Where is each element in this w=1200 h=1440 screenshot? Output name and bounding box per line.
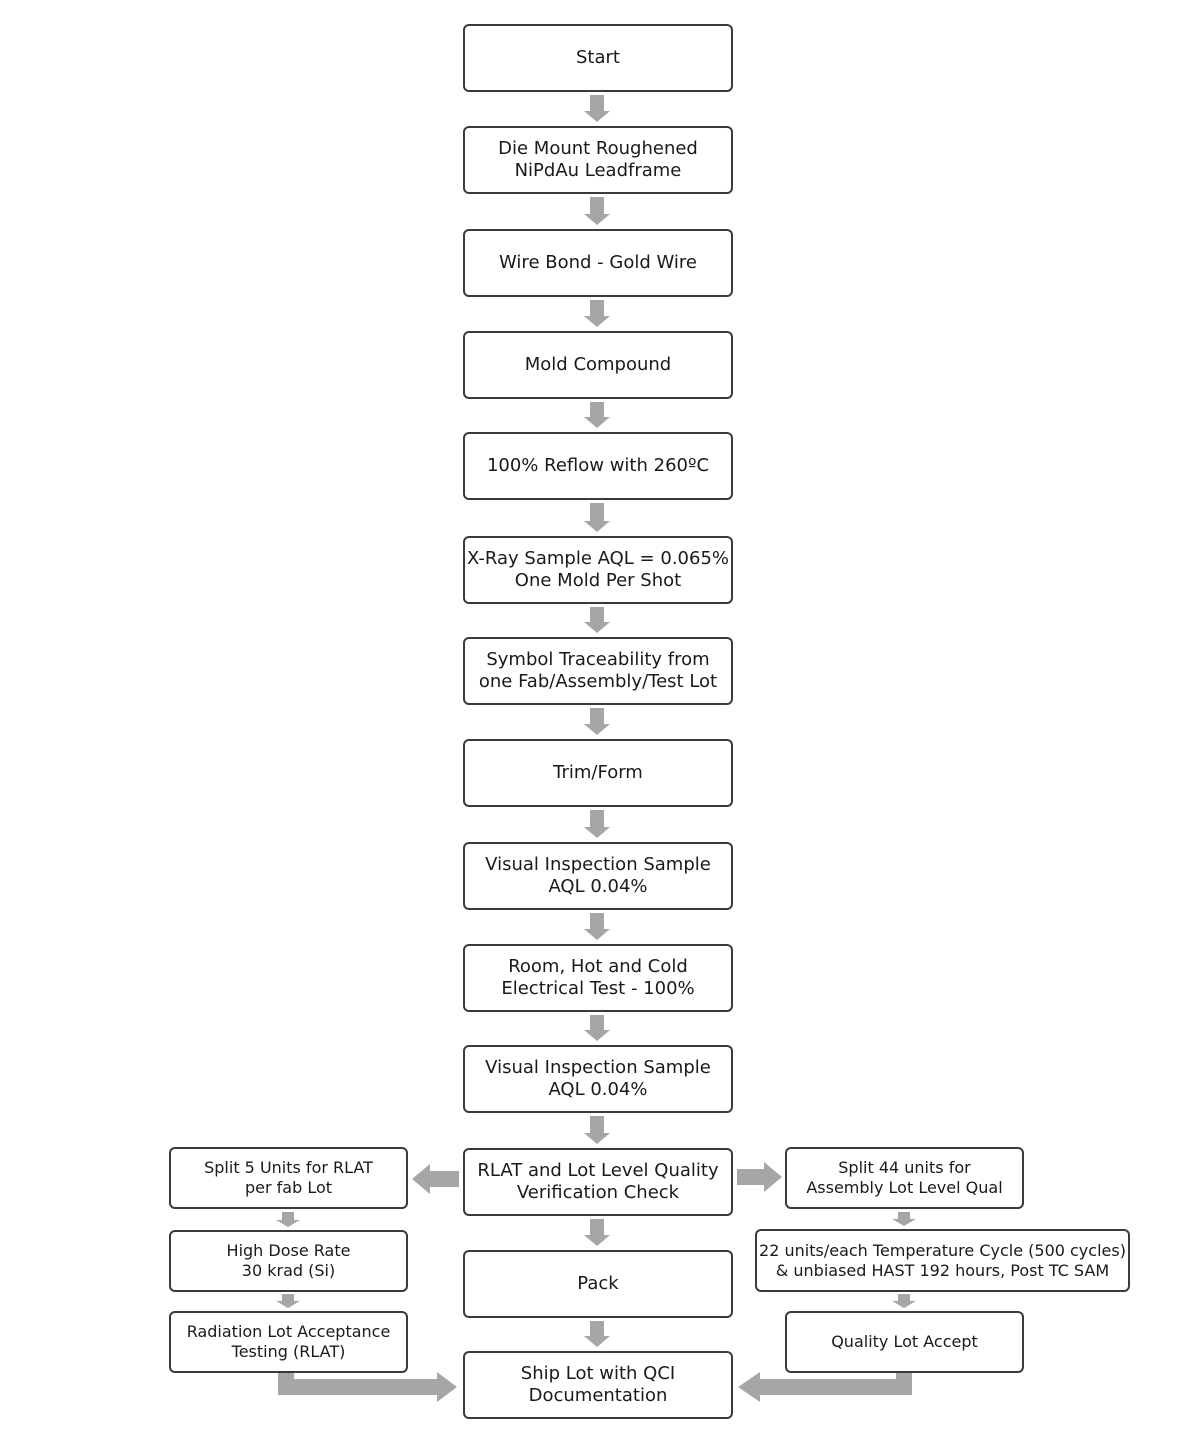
start-node: Start [463,24,733,92]
symbol-traceability-node: Symbol Traceability from one Fab/Assembl… [463,637,733,705]
main-flow-arrow [584,810,610,838]
trim-form-node: Trim/Form [463,739,733,807]
split-qual-node: Split 44 units for Assembly Lot Level Qu… [785,1147,1024,1209]
main-flow-arrow [584,1015,610,1041]
rlat-quality-check-node: RLAT and Lot Level Quality Verification … [463,1148,733,1216]
main-flow-arrow [584,708,610,735]
visual-inspection-node-2: Visual Inspection Sample AQL 0.04% [463,1045,733,1113]
electrical-test-node: Room, Hot and Cold Electrical Test - 100… [463,944,733,1012]
rlat-testing-node: Radiation Lot Acceptance Testing (RLAT) [169,1311,408,1373]
high-dose-rate-node: High Dose Rate 30 krad (Si) [169,1230,408,1292]
temperature-cycle-node: 22 units/each Temperature Cycle (500 cyc… [755,1229,1130,1292]
main-flow-arrow [584,1321,610,1347]
reflow-node: 100% Reflow with 260ºC [463,432,733,500]
main-flow-arrow [584,95,610,122]
left-flow-arrow [276,1212,300,1227]
main-flow-arrow [584,300,610,327]
right-flow-arrow [892,1294,916,1308]
main-flow-arrow [584,402,610,428]
main-flow-arrow [584,197,610,225]
main-flow-arrow [584,913,610,940]
main-flow-arrow [584,503,610,532]
ship-lot-node: Ship Lot with QCI Documentation [463,1351,733,1419]
main-flow-arrow [584,607,610,633]
split-rlat-node: Split 5 Units for RLAT per fab Lot [169,1147,408,1209]
main-flow-arrow [584,1219,610,1246]
quality-lot-accept-node: Quality Lot Accept [785,1311,1024,1373]
mold-compound-node: Mold Compound [463,331,733,399]
right-flow-arrow [892,1212,916,1226]
left-flow-arrow [276,1294,300,1308]
die-mount-node: Die Mount Roughened NiPdAu Leadframe [463,126,733,194]
right-return-arrow [738,1372,912,1402]
wire-bond-node: Wire Bond - Gold Wire [463,229,733,297]
pack-node: Pack [463,1250,733,1318]
main-flow-arrow [584,1116,610,1144]
visual-inspection-node-1: Visual Inspection Sample AQL 0.04% [463,842,733,910]
branch-right-arrow [737,1162,782,1192]
left-return-arrow [278,1372,457,1402]
xray-sample-node: X-Ray Sample AQL = 0.065% One Mold Per S… [463,536,733,604]
branch-left-arrow [412,1164,459,1194]
